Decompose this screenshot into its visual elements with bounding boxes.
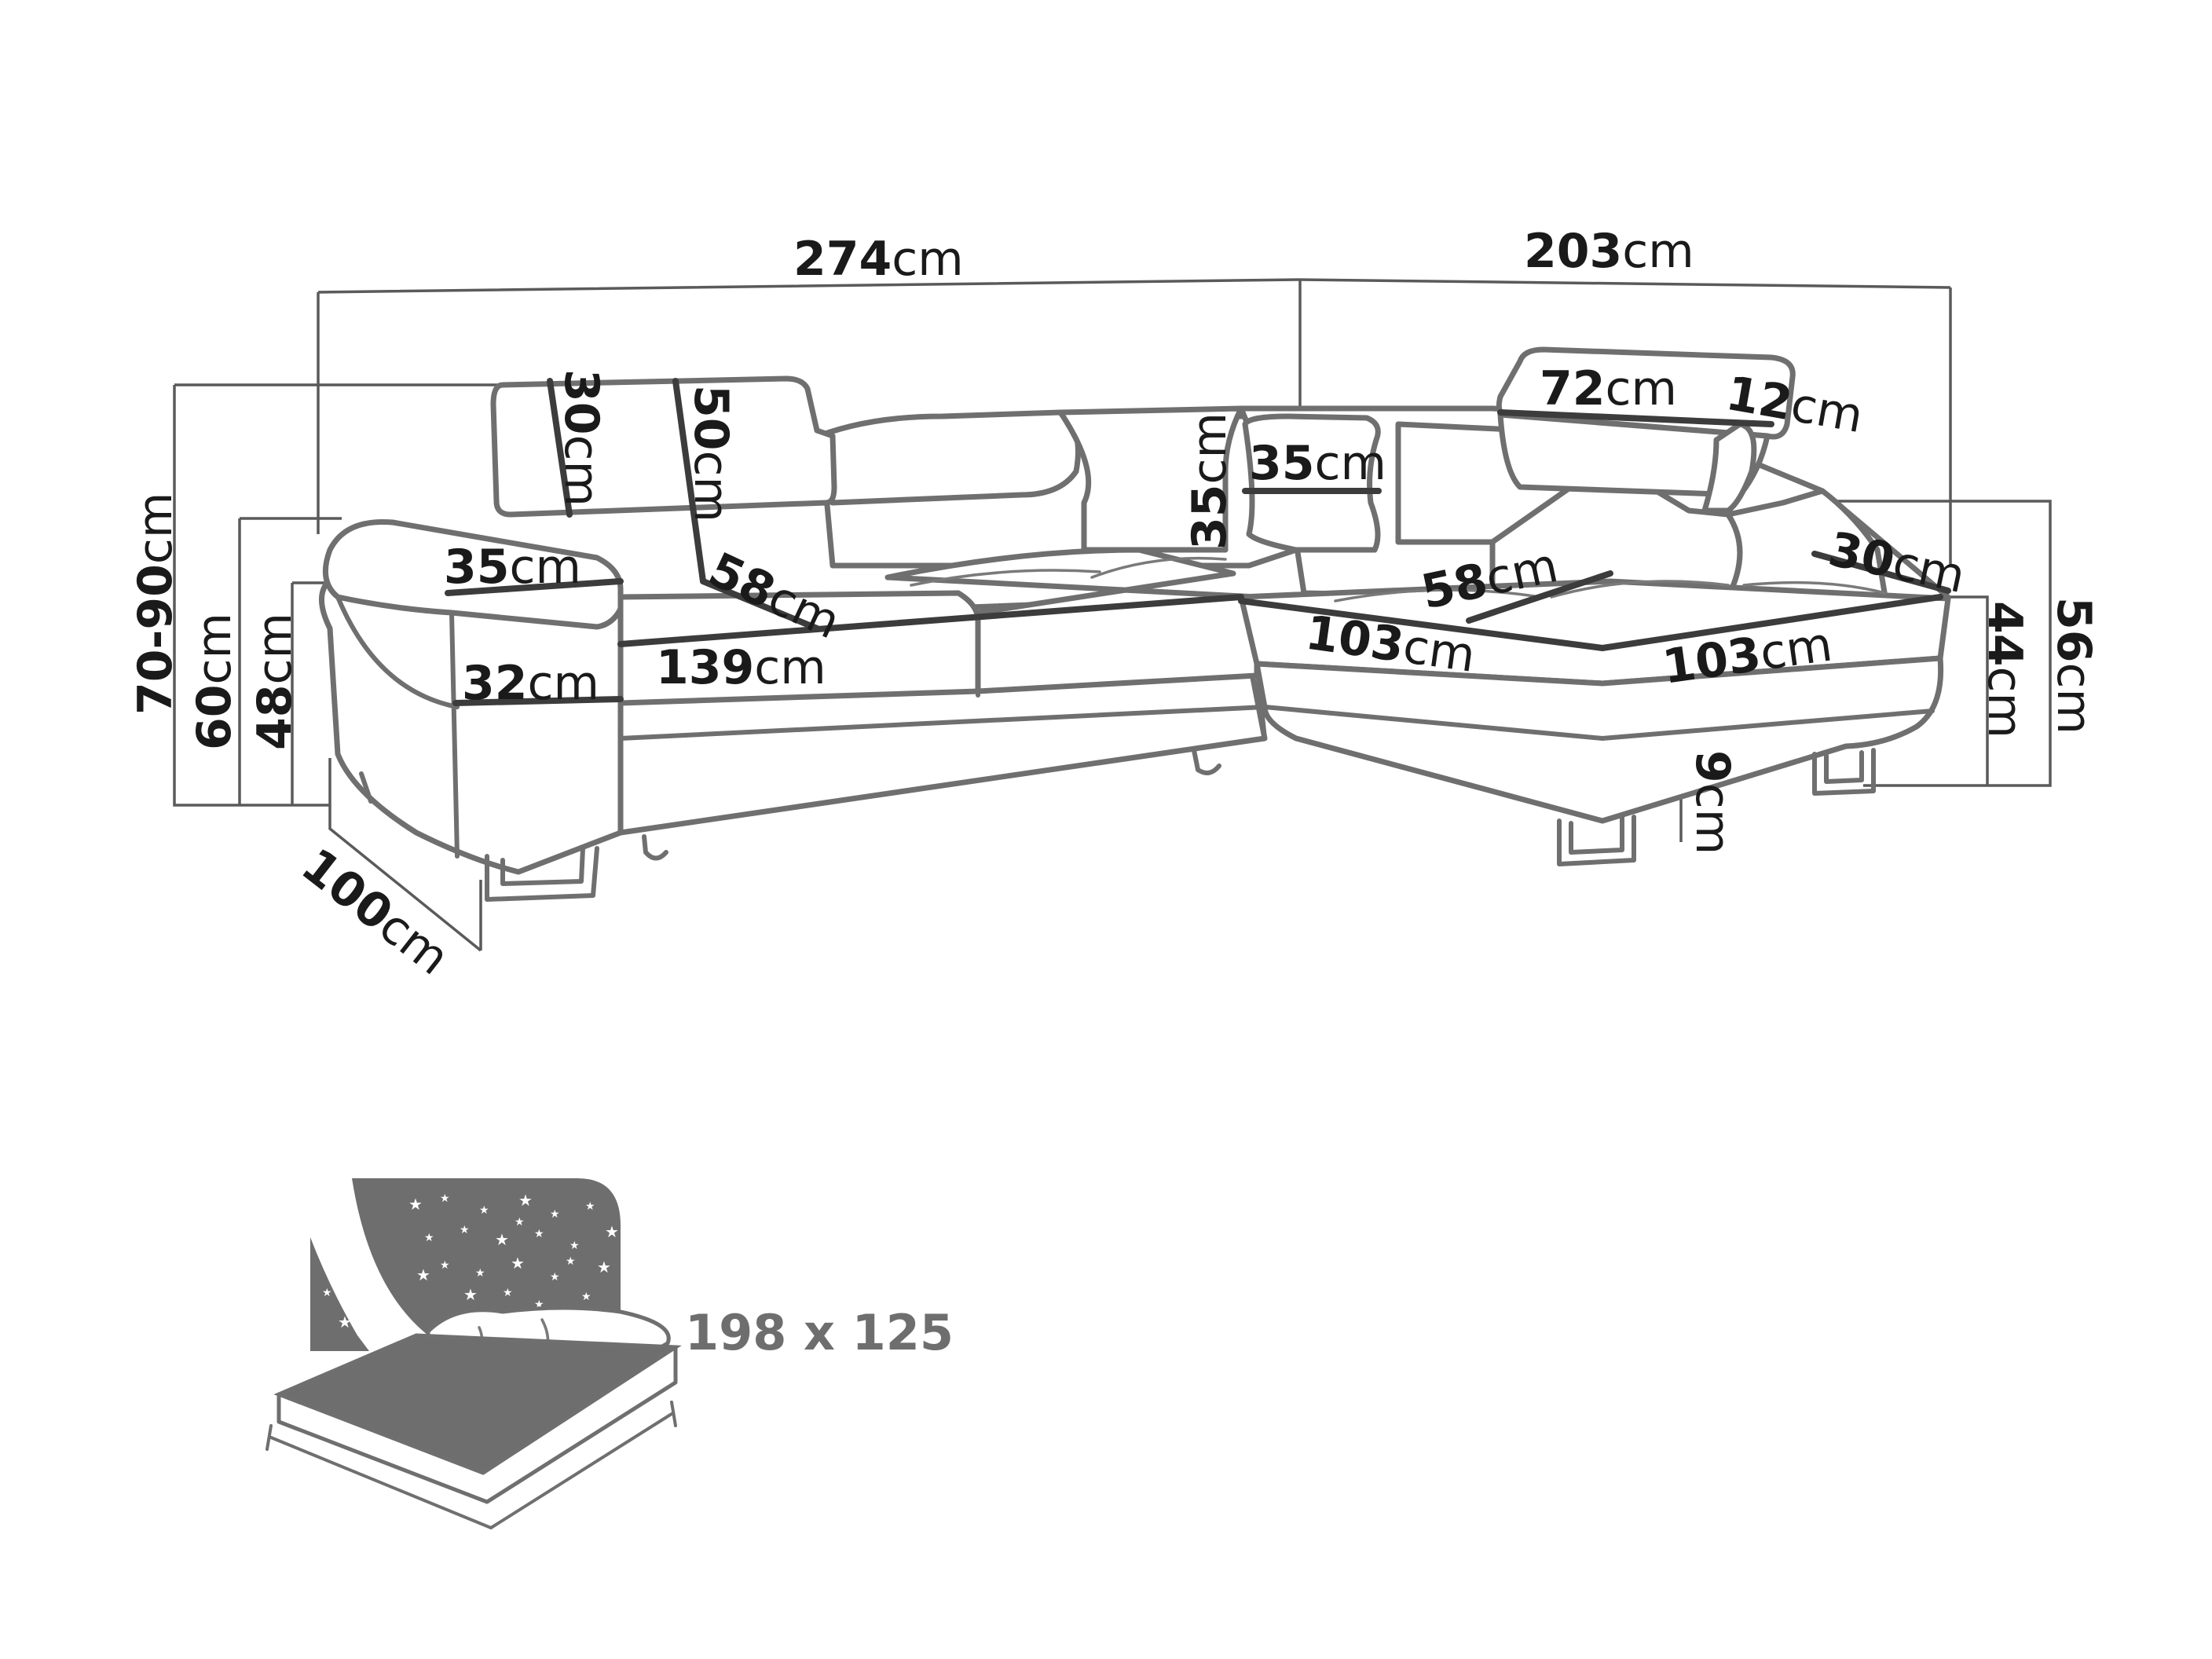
- star-icon: ★: [479, 1204, 489, 1217]
- label-headrest-height-left: 30cm: [554, 369, 609, 507]
- backrest-cushion-5: [1725, 488, 1888, 600]
- night-sky-icon: [352, 1178, 621, 1347]
- leg-right-back: [1812, 748, 1876, 796]
- dimension-labels: 274cm 203cm 70-90cm 60cm 48cm 100cm 30cm…: [128, 224, 2101, 986]
- star-icon: ★: [440, 1192, 450, 1205]
- star-icon: ★: [338, 1313, 352, 1331]
- star-icon: ★: [515, 1216, 525, 1229]
- star-icon: ★: [495, 1230, 509, 1249]
- backrest-cushion-1: [806, 409, 1081, 506]
- headrest-left: [490, 375, 837, 518]
- star-icon: ★: [585, 1200, 595, 1213]
- label-arm-front-width: 32cm: [462, 656, 599, 711]
- star-icon: ★: [581, 1291, 591, 1303]
- star-icon: ★: [518, 1191, 533, 1210]
- sofa-right-section: [1238, 346, 1951, 866]
- dimension-lines: [173, 278, 2052, 952]
- star-icon: ★: [463, 1285, 478, 1304]
- star-icon: ★: [605, 1222, 619, 1241]
- label-total-width-right: 203cm: [1524, 224, 1694, 279]
- star-icon: ★: [330, 1263, 340, 1276]
- star-icon: ★: [475, 1267, 485, 1280]
- leg-left-front: [485, 846, 599, 902]
- star-icon: ★: [566, 1255, 576, 1268]
- label-seat-width-left: 139cm: [656, 640, 826, 695]
- star-icon: ★: [460, 1224, 470, 1236]
- star-icon: ★: [550, 1271, 560, 1284]
- label-armrest-height: 48cm: [247, 613, 302, 750]
- label-cushion-height: 35cm: [1182, 412, 1237, 550]
- star-icon: ★: [597, 1258, 611, 1276]
- label-chaise-width-a: 103cm: [1302, 606, 1478, 683]
- star-icon: ★: [511, 1254, 525, 1273]
- label-height-range: 70-90cm: [128, 493, 183, 715]
- sleep-function-icon: ★★★★★★★★★★★★★★★★★★★★★★★★★★★ 198 x 125: [266, 1178, 954, 1529]
- label-chaise-height: 56cm: [2046, 597, 2101, 734]
- label-headrest-thickness: 12cm: [1722, 366, 1866, 444]
- headrest-side-right: [1701, 421, 1757, 514]
- star-icon: ★: [408, 1195, 423, 1214]
- label-leg-height: 9cm: [1685, 750, 1740, 855]
- label-cushion-width: 35cm: [1249, 436, 1386, 491]
- measurement-marks: [445, 378, 1951, 706]
- star-icon: ★: [534, 1228, 544, 1240]
- leg-left-back: [359, 771, 373, 804]
- leg-right-front: [1557, 815, 1636, 866]
- label-backrest-height: 60cm: [187, 613, 242, 750]
- star-icon: ★: [440, 1259, 450, 1272]
- star-icon: ★: [424, 1232, 434, 1244]
- star-icon: ★: [416, 1265, 430, 1284]
- label-seat-height: 44cm: [1977, 601, 2032, 738]
- label-armrest-width: 35cm: [444, 540, 581, 595]
- bed-size-label: 198 x 125: [685, 1304, 954, 1361]
- label-chaise-width-b: 103cm: [1659, 617, 1835, 694]
- label-headrest-width-right: 72cm: [1540, 361, 1677, 416]
- star-icon: ★: [322, 1287, 332, 1299]
- star-icon: ★: [569, 1240, 580, 1252]
- cushion-pillow: [1242, 413, 1381, 553]
- star-icon: ★: [503, 1287, 513, 1299]
- sofa-left-section: [319, 375, 1299, 902]
- label-headrest-depth-left: 50cm: [683, 385, 738, 522]
- label-total-width-left: 274cm: [793, 232, 964, 287]
- star-icon: ★: [550, 1208, 560, 1221]
